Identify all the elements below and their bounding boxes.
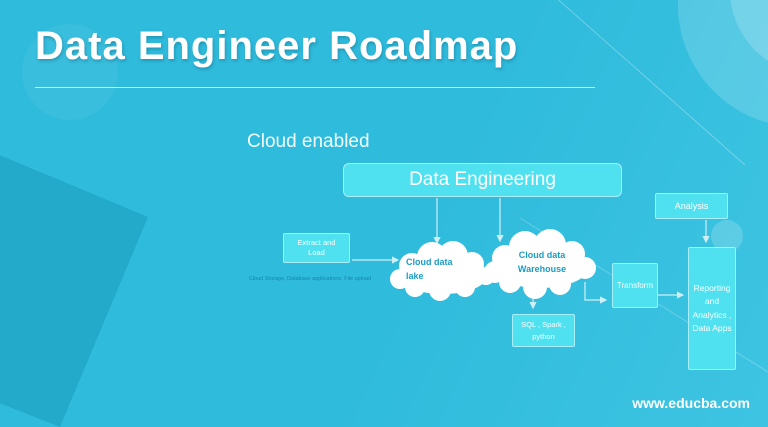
node-sql-line1: SQL , Spark , [521, 320, 566, 330]
node-data-engineering: Data Engineering [343, 163, 622, 197]
dark-diamond-shape [0, 155, 148, 427]
cloud-data-warehouse-line1: Cloud data [518, 250, 566, 260]
node-reporting-analytics: Reporting and Analytics , Data Apps [688, 247, 736, 370]
node-transform-label: Transform [616, 281, 654, 290]
website-url: www.educba.com [632, 395, 750, 411]
node-extract-line1: Extract and [297, 237, 336, 247]
node-reporting-line3: Analytics , [692, 309, 732, 320]
node-reporting-line4: Data Apps [692, 322, 732, 333]
node-data-engineering-label: Data Engineering [409, 169, 556, 190]
accent-circle-reporting [711, 220, 743, 252]
extract-sources-caption: Cloud Storage, Database applications, Fi… [248, 276, 372, 282]
cloud-shape-data-warehouse [484, 229, 596, 299]
connector-warehouse-to-transform [584, 282, 608, 304]
node-sql-spark-python: SQL , Spark , python [512, 314, 575, 347]
cloud-data-lake-line1: Cloud data [406, 257, 453, 267]
node-analysis-label: Analysis [674, 201, 709, 211]
cloud-data-lake-line2: lake [406, 270, 424, 281]
node-analysis: Analysis [655, 193, 728, 219]
page-title: Data Engineer Roadmap [35, 24, 519, 68]
faint-circle-top-left [22, 24, 118, 120]
corner-circle-small [730, 0, 768, 61]
node-transform: Transform [612, 263, 658, 308]
node-reporting-line2: and [704, 296, 720, 307]
cloud-data-warehouse-label: Cloud data Warehouse [498, 249, 586, 276]
corner-circle-large [678, 0, 768, 123]
node-sql-line2: python [532, 331, 555, 341]
cloud-shape-data-lake [390, 241, 495, 301]
cloud-data-warehouse-line2: Warehouse [517, 263, 567, 274]
node-extract-line2: Load [308, 248, 325, 257]
title-underline [35, 87, 595, 88]
section-label-cloud-enabled: Cloud enabled [247, 131, 370, 152]
node-reporting-line1: Reporting [693, 283, 731, 294]
cloud-data-lake-label: Cloud data lake [406, 256, 486, 283]
diagonal-line-top [557, 0, 746, 166]
node-extract-and-load: Extract and Load [283, 233, 350, 263]
